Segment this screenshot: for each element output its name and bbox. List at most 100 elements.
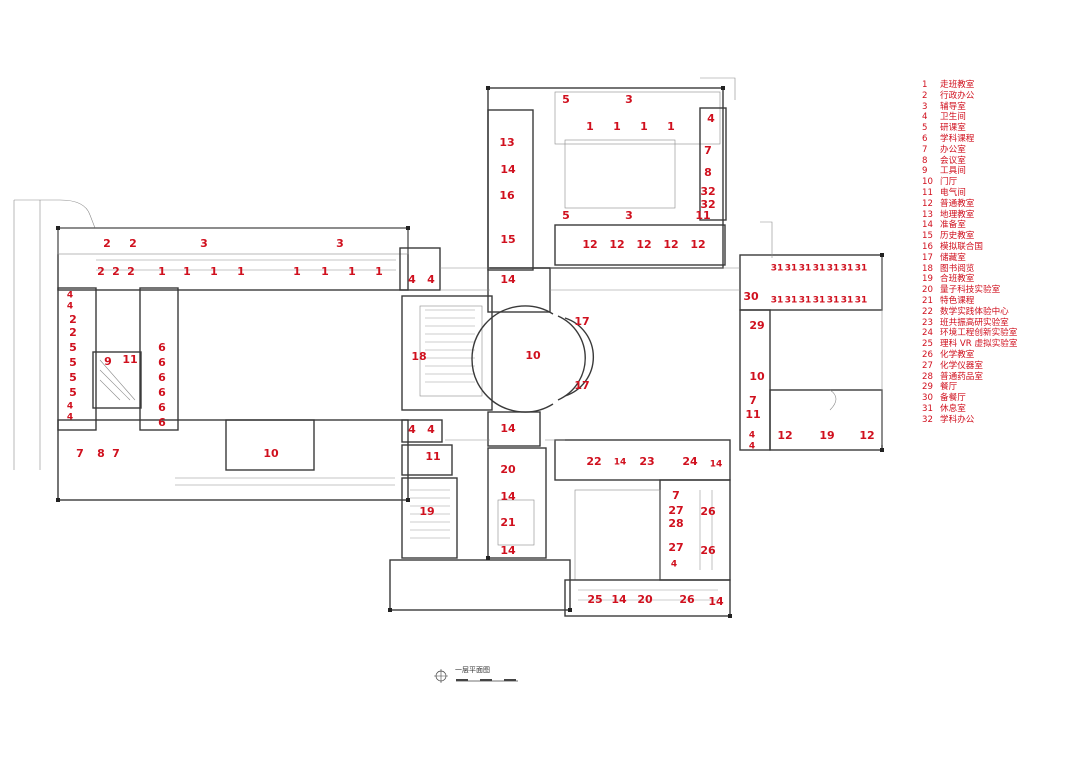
legend-number: 14 [922, 220, 933, 231]
room-label: 14 [500, 490, 516, 503]
legend-label: 辅导室 [940, 101, 966, 112]
legend-number: 2 [922, 90, 928, 101]
legend-number: 9 [922, 166, 928, 177]
legend-label: 班共振高研实验室 [940, 317, 1009, 328]
legend-label: 工具间 [940, 166, 966, 177]
room-label: 1 [183, 265, 191, 278]
room-label: 1 [613, 120, 621, 133]
room-label: 1 [375, 265, 383, 278]
room-label: 1 [640, 120, 648, 133]
room-label: 24 [682, 455, 698, 468]
legend-number: 1 [922, 80, 928, 90]
legend-label: 特色课程 [940, 295, 975, 306]
room-label: 13 [499, 136, 514, 149]
room-label: 5 [69, 386, 77, 399]
legend-number: 6 [922, 133, 928, 144]
legend-number: 8 [922, 155, 928, 166]
legend-number: 5 [922, 123, 928, 134]
room-label: 11 [695, 209, 710, 222]
room-label: 32 [700, 185, 715, 198]
room-label: 3 [625, 209, 633, 222]
room-label: 29 [749, 319, 764, 332]
site-boundary [13, 199, 96, 470]
room-label: 3 [625, 93, 633, 106]
room-label: 6 [158, 416, 166, 429]
legend-label: 模拟联合国 [940, 241, 983, 252]
room-label: 7 [704, 144, 712, 157]
room-label: 31 [799, 264, 812, 274]
room-label: 31 [855, 296, 868, 306]
legend-number: 3 [922, 101, 928, 112]
legend-number: 30 [922, 393, 933, 404]
legend-label: 储藏室 [940, 252, 966, 263]
legend-number: 12 [922, 198, 933, 209]
room-label: 5 [69, 341, 77, 354]
room-label: 31 [785, 264, 798, 274]
legend-label: 门厅 [940, 177, 958, 188]
legend-number: 23 [922, 317, 933, 328]
room-label: 25 [587, 593, 602, 606]
legend-label: 环境工程创新实验室 [940, 328, 1018, 339]
legend-item: 23 班共振高研实验室 [922, 318, 1017, 329]
room-label: 2 [129, 237, 137, 250]
room-label: 4 [749, 431, 755, 441]
legend-label: 休息室 [940, 403, 966, 414]
room-label: 1 [210, 265, 218, 278]
room-label: 4 [67, 413, 73, 423]
room-label: 6 [158, 356, 166, 369]
room-label: 18 [411, 350, 426, 363]
legend-label: 图书阅览 [940, 263, 975, 274]
room-label: 3 [200, 237, 208, 250]
room-label: 4 [671, 560, 677, 570]
lab-block [554, 439, 731, 617]
legend-number: 7 [922, 144, 928, 155]
room-label: 1 [348, 265, 356, 278]
room-labels: 2 2 3 3 2 2 2 1 1 1 1 1 1 1 1 4 4 4 4 2 … [67, 93, 875, 608]
room-label: 1 [586, 120, 594, 133]
room-label: 26 [679, 593, 695, 606]
legend-label: 准备室 [940, 220, 966, 231]
room-label: 12 [636, 238, 651, 251]
room-label: 4 [427, 423, 435, 436]
legend-label: 走班教室 [940, 80, 975, 90]
room-label: 6 [158, 341, 166, 354]
room-label: 4 [67, 302, 73, 312]
room-label: 31 [827, 264, 840, 274]
legend-number: 29 [922, 382, 933, 393]
legend-label: 学科办公 [940, 414, 975, 425]
legend-number: 25 [922, 339, 933, 350]
room-label: 12 [859, 429, 874, 442]
legend-number: 21 [922, 295, 933, 306]
west-wing [57, 227, 441, 501]
structural-columns [56, 86, 884, 618]
plan-caption: 一层平面图 [455, 666, 490, 674]
room-label: 30 [743, 290, 759, 303]
legend-number: 26 [922, 349, 933, 360]
legend-number: 28 [922, 371, 933, 382]
legend-number: 20 [922, 285, 933, 296]
room-label: 12 [777, 429, 792, 442]
room-label: 19 [419, 505, 434, 518]
legend-label: 合班教室 [940, 274, 975, 285]
legend-number: 24 [922, 328, 933, 339]
room-label: 1 [158, 265, 166, 278]
room-label: 22 [586, 455, 601, 468]
legend-number: 13 [922, 209, 933, 220]
room-label: 1 [321, 265, 329, 278]
room-label: 14 [500, 422, 516, 435]
room-label: 4 [749, 442, 755, 452]
room-label: 23 [639, 455, 654, 468]
